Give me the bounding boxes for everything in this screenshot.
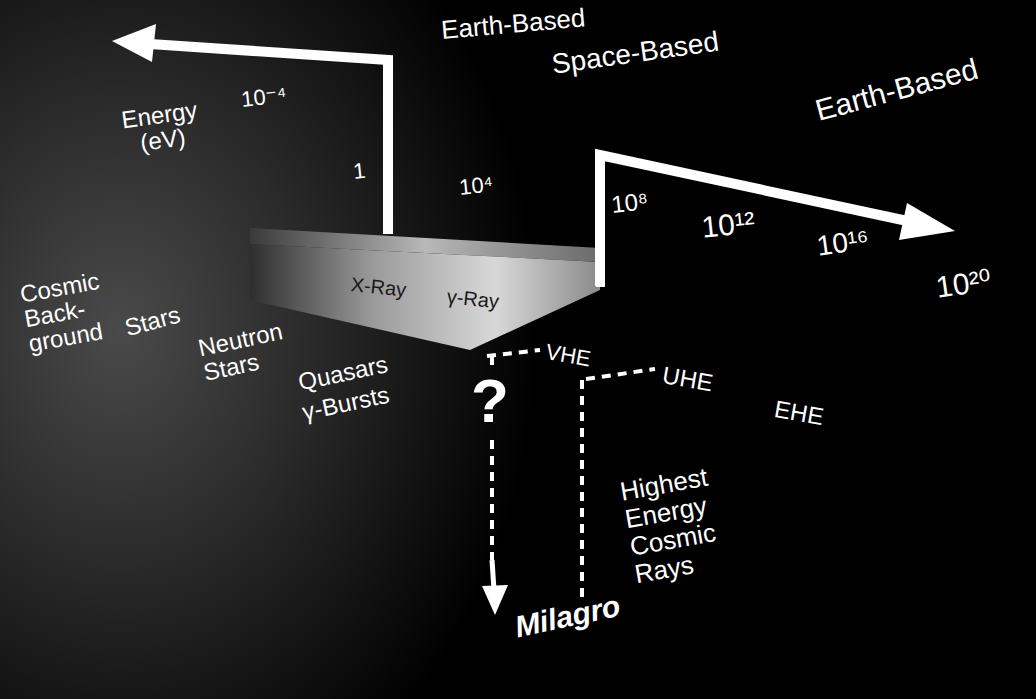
arrow-head [899, 203, 955, 240]
arrow-head [112, 24, 156, 62]
dashed-line [586, 369, 655, 379]
particle-label: Highest Energy Cosmic Rays [618, 459, 746, 589]
dashed-line [487, 350, 540, 356]
energy-value: 10⁻⁴ [240, 83, 288, 111]
arrow-line [600, 155, 912, 286]
dashed-line [490, 440, 494, 560]
arrow-head [482, 585, 508, 615]
energy-value: 10¹⁶ [815, 225, 871, 261]
energy-value: 10⁸ [610, 188, 649, 217]
dashed-line [580, 380, 584, 600]
marker [596, 255, 605, 287]
question-mark: ? [471, 368, 509, 433]
energy-value: 10¹² [700, 206, 756, 243]
arrow-line [492, 560, 494, 590]
energy-value: 10⁴ [458, 172, 494, 199]
energy-value: 1 [352, 159, 367, 183]
bar-front [250, 244, 600, 350]
